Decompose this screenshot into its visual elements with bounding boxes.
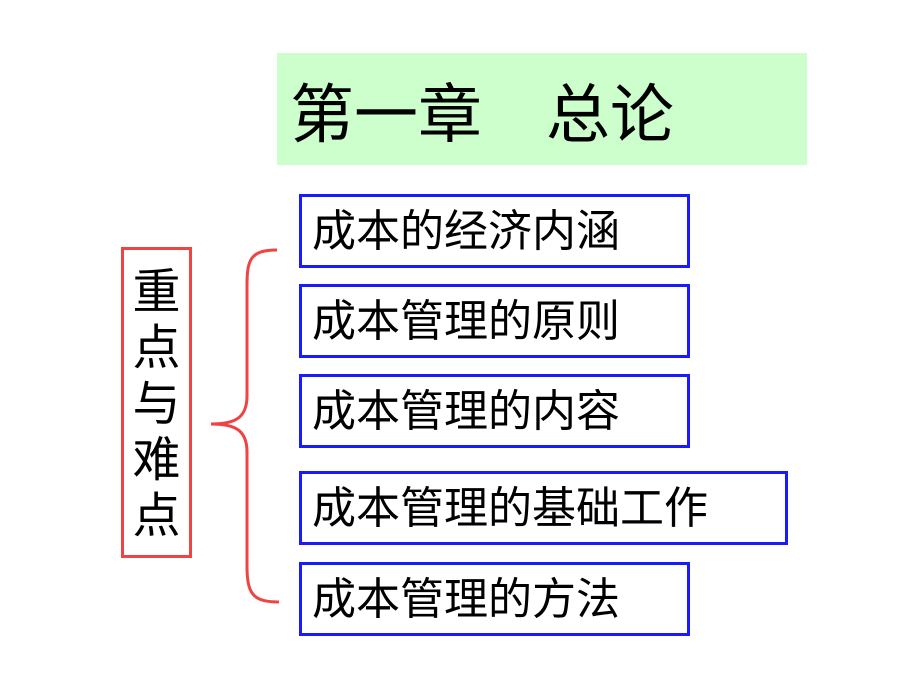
topic-label: 成本管理的基础工作 — [312, 483, 708, 534]
key-points-char: 与 — [132, 376, 181, 432]
key-points-char: 重 — [132, 264, 181, 320]
topic-label: 成本的经济内涵 — [312, 206, 620, 257]
key-points-label: 重 点 与 难 点 — [124, 264, 189, 544]
topic-label: 成本管理的方法 — [312, 574, 620, 625]
topic-label: 成本管理的内容 — [312, 386, 620, 437]
topic-box: 成本管理的原则 — [299, 284, 690, 358]
topic-box: 成本管理的基础工作 — [299, 471, 788, 545]
slide-title: 第一章 总论 — [290, 79, 674, 153]
key-points-char: 点 — [132, 320, 181, 376]
curly-brace-icon — [210, 248, 280, 604]
topic-box: 成本管理的方法 — [299, 562, 690, 636]
title-banner — [277, 53, 807, 165]
topic-box: 成本的经济内涵 — [299, 194, 690, 268]
topic-box: 成本管理的内容 — [299, 374, 690, 448]
key-points-char: 点 — [132, 488, 181, 544]
key-points-box: 重 点 与 难 点 — [121, 247, 192, 558]
key-points-char: 难 — [132, 432, 181, 488]
topic-label: 成本管理的原则 — [312, 296, 620, 347]
